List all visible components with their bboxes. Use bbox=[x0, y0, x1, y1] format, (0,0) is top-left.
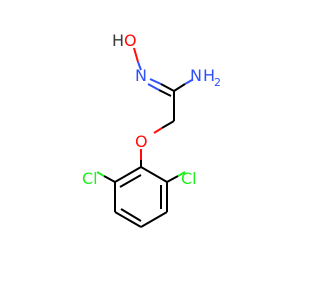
bond-c-nh2 bbox=[173, 83, 186, 92]
structure-diagram: H O N N H 2 O Cl Cl bbox=[82, 31, 221, 228]
ring-inner-double-1 bbox=[119, 174, 142, 188]
bond-ch2-o-2 bbox=[153, 127, 163, 134]
bond-o-n bbox=[133, 47, 139, 63]
ring-c4-c5 bbox=[140, 211, 168, 228]
bond-o-n-2 bbox=[137, 61, 142, 71]
bond-c-cl-right-2 bbox=[177, 171, 186, 177]
bond-n-c-double-b2 bbox=[158, 89, 172, 97]
bond-c-nh2-2 bbox=[184, 79, 193, 85]
atom-amine-n: N bbox=[190, 66, 202, 85]
ring-c3-c4 bbox=[114, 211, 142, 228]
bond-n-c-double-a2 bbox=[160, 83, 175, 92]
atom-cl-right: Cl bbox=[181, 169, 197, 188]
atom-amine-h-subscript: 2 bbox=[214, 76, 221, 89]
atom-oxime-n: N bbox=[135, 66, 147, 85]
ring-inner-double-2 bbox=[120, 208, 142, 222]
atom-hydroxyl-o: O bbox=[124, 31, 137, 50]
atom-cl-left: Cl bbox=[82, 169, 98, 188]
bond-ch2-o bbox=[161, 120, 175, 129]
bond-c-cl-left-2 bbox=[96, 171, 105, 177]
atom-ether-o: O bbox=[135, 132, 148, 151]
ring-c6-c1 bbox=[140, 166, 168, 183]
bond-c-cl-right bbox=[166, 175, 179, 183]
bond-n-c-double-b bbox=[147, 83, 160, 91]
atom-hydroxyl-h: H bbox=[112, 31, 124, 50]
bond-c-cl-left bbox=[103, 175, 116, 183]
ring-c1-c2 bbox=[114, 166, 142, 183]
atom-amine-h: H bbox=[203, 66, 215, 85]
atom-labels: H O N N H 2 O Cl Cl bbox=[82, 31, 221, 188]
bonds bbox=[96, 47, 193, 228]
bond-n-c-double-a bbox=[149, 78, 162, 85]
